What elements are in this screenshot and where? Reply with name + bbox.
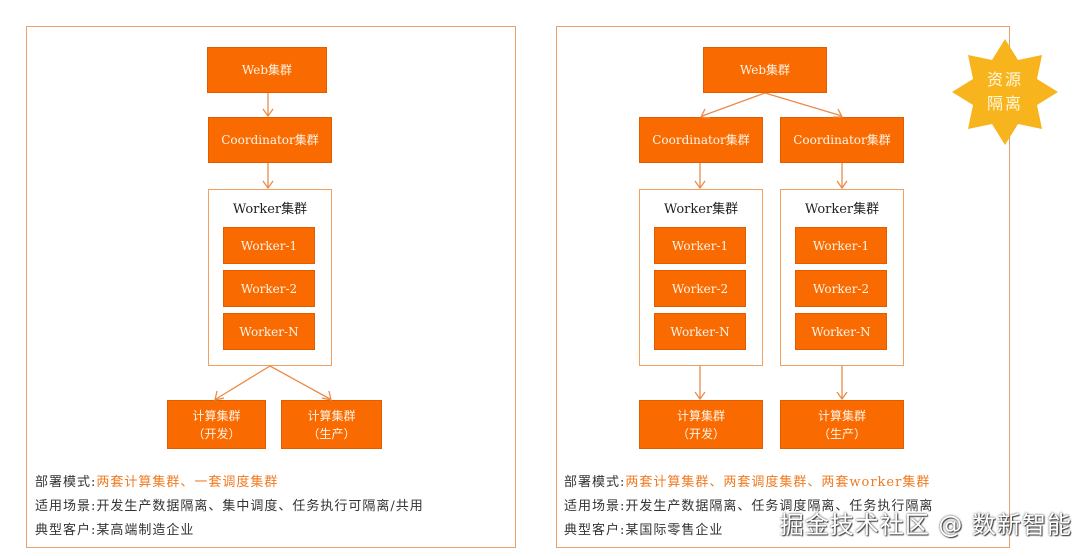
compute-cluster-env: （生产） <box>307 426 356 441</box>
worker-node-box: Worker-1 <box>654 227 746 264</box>
compute-cluster-prod-box: 计算集群 （生产） <box>281 400 382 449</box>
deploy-mode-line: 部署模式:两套计算集群、一套调度集群 <box>35 471 424 495</box>
coordinator-cluster-label: Coordinator集群 <box>221 133 319 147</box>
worker-node-label: Worker-1 <box>671 238 729 253</box>
compute-cluster-dev-box: 计算集群 （开发） <box>167 400 266 449</box>
worker-node-box: Worker-2 <box>795 270 887 307</box>
deploy-mode-line: 部署模式:两套计算集群、两套调度集群、两套worker集群 <box>564 471 933 495</box>
web-cluster-label: Web集群 <box>739 63 791 77</box>
compute-cluster-prod-box: 计算集群 （生产） <box>780 400 904 449</box>
badge-line-1: 资源 <box>986 70 1023 89</box>
deploy-mode-label: 部署模式: <box>564 475 626 490</box>
worker-node-label: Worker-2 <box>240 281 298 296</box>
resource-isolation-star-icon <box>952 39 1058 145</box>
worker-node-label: Worker-N <box>239 324 299 339</box>
compute-cluster-label: 计算集群 <box>676 408 725 423</box>
worker-node-label: Worker-N <box>670 324 730 339</box>
compute-cluster-env: （开发） <box>676 426 725 441</box>
coordinator-cluster-label: Coordinator集群 <box>652 133 750 147</box>
worker-cluster-title: Worker集群 <box>663 202 739 217</box>
worker-node-label: Worker-2 <box>671 281 729 296</box>
compute-cluster-label: 计算集群 <box>307 408 356 423</box>
worker-cluster-title: Worker集群 <box>804 202 880 217</box>
resource-isolation-badge-text: 资源 隔离 <box>975 68 1035 116</box>
deploy-mode-label: 部署模式: <box>35 475 97 490</box>
deploy-mode-value: 两套计算集群、两套调度集群、两套worker集群 <box>625 475 931 490</box>
compute-cluster-env: （开发） <box>192 426 241 441</box>
customer-line: 典型客户:某国际零售企业 <box>564 523 724 538</box>
coordinator-cluster-box: Coordinator集群 <box>208 117 332 163</box>
web-cluster-box: Web集群 <box>207 47 327 93</box>
worker-node-box: Worker-1 <box>223 227 315 264</box>
worker-node-box: Worker-N <box>223 313 315 350</box>
coordinator-cluster-box: Coordinator集群 <box>639 117 763 163</box>
compute-cluster-env: （生产） <box>817 426 866 441</box>
customer-line: 典型客户:某高端制造企业 <box>35 523 195 538</box>
deploy-mode-value: 两套计算集群、一套调度集群 <box>96 475 279 490</box>
badge-line-2: 隔离 <box>986 94 1023 113</box>
scenario-line: 适用场景:开发生产数据隔离、任务调度隔离、任务执行隔离 <box>564 499 934 514</box>
coordinator-cluster-label: Coordinator集群 <box>793 133 891 147</box>
watermark: 掘金技术社区 @ 数新智能 <box>779 511 1072 539</box>
worker-node-label: Worker-1 <box>240 238 298 253</box>
worker-node-label: Worker-1 <box>812 238 870 253</box>
worker-node-label: Worker-2 <box>812 281 870 296</box>
scenario-line: 适用场景:开发生产数据隔离、集中调度、任务执行可隔离/共用 <box>35 499 424 514</box>
worker-node-box: Worker-N <box>795 313 887 350</box>
info-block-right: 部署模式:两套计算集群、两套调度集群、两套worker集群 适用场景:开发生产数… <box>564 471 933 543</box>
web-cluster-box: Web集群 <box>703 47 827 93</box>
compute-cluster-label: 计算集群 <box>192 408 241 423</box>
coordinator-cluster-box: Coordinator集群 <box>780 117 904 163</box>
worker-cluster-title: Worker集群 <box>232 202 308 217</box>
compute-cluster-dev-box: 计算集群 （开发） <box>639 400 763 449</box>
info-block-left: 部署模式:两套计算集群、一套调度集群 适用场景:开发生产数据隔离、集中调度、任务… <box>35 471 424 543</box>
compute-cluster-label: 计算集群 <box>817 408 866 423</box>
worker-node-box: Worker-1 <box>795 227 887 264</box>
worker-node-box: Worker-2 <box>223 270 315 307</box>
worker-node-label: Worker-N <box>811 324 871 339</box>
web-cluster-label: Web集群 <box>241 63 293 77</box>
worker-node-box: Worker-2 <box>654 270 746 307</box>
worker-node-box: Worker-N <box>654 313 746 350</box>
